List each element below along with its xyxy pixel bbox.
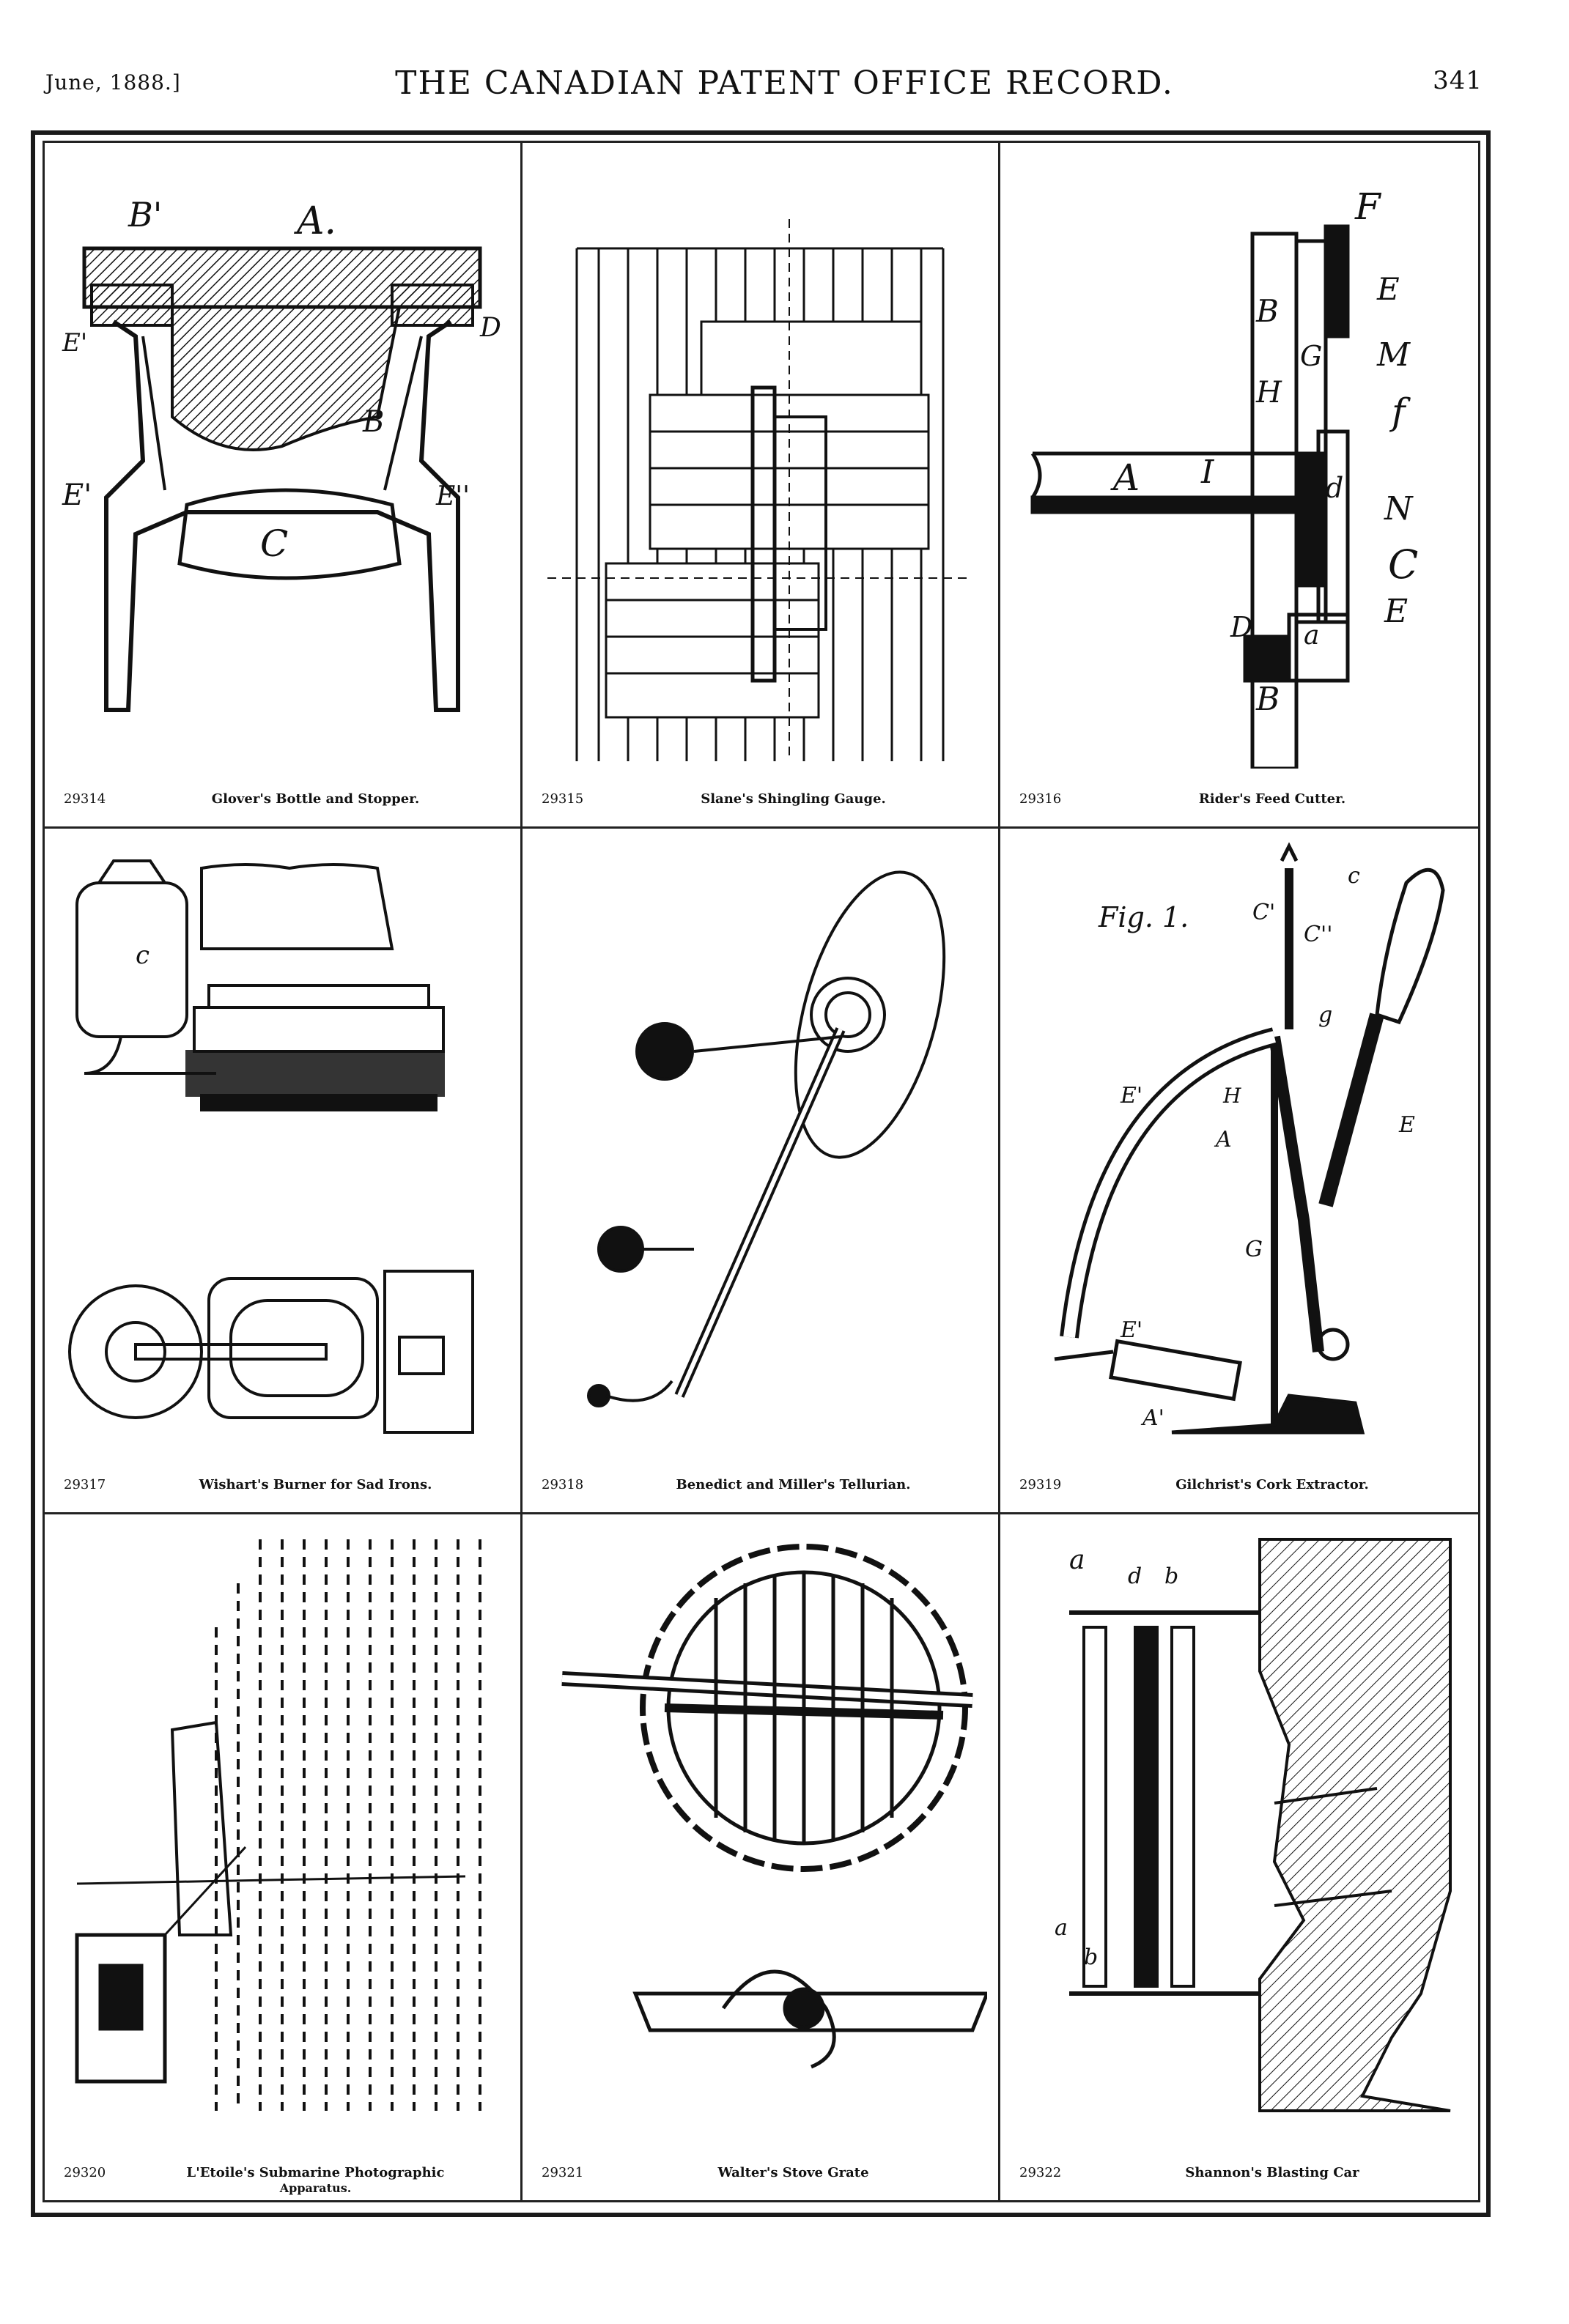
label-B: B [362,405,384,439]
patent-title: Walter's Stove Grate [717,2165,869,2180]
figure-cell-29315: 29315 Slane's Shingling Gauge. [523,143,1000,829]
label-M: M [1376,336,1411,374]
patent-title: Glover's Bottle and Stopper. [211,791,420,807]
patent-title: Gilchrist's Cork Extractor. [1175,1477,1369,1492]
label-A: A [1214,1127,1232,1152]
label-fig-1: Fig. 1. [1098,901,1189,933]
feed-cutter-drawing: F E B G M H f A I d N C D a E B [1030,185,1418,769]
label-b-bottom: b [1084,1944,1098,1970]
patent-number: 29316 [1019,791,1062,807]
sad-iron-burner-drawing: c [68,859,474,1434]
figure-cell-29320: 29320 L'Etoile's Submarine Photographic … [45,1514,523,2200]
figure-caption: 29316 Rider's Feed Cutter. [1000,787,1478,819]
label-a: a [1304,621,1319,651]
label-N: N [1384,490,1414,528]
figure-cell-29317: c 29317 Wishart's Burner for Sad Irons. [45,829,523,1514]
label-C-prime: C' [1252,900,1275,925]
label-C: C [1388,541,1418,588]
label-I: I [1200,454,1215,491]
label-E-prime-top: E' [1120,1083,1142,1109]
label-B-prime: B' [128,195,162,234]
figure-caption: 29318 Benedict and Miller's Tellurian. [523,1473,998,1505]
label-E-double: E'' [435,481,470,511]
page-number: 341 [1433,66,1483,95]
label-F: F [1354,185,1382,228]
figure-cell-29316: F E B G M H f A I d N C D a E B 29316 Ri… [1000,143,1478,829]
stove-grate-drawing [561,1544,987,2069]
figure-cell-29321: 29321 Walter's Stove Grate [523,1514,1000,2200]
patent-title: Wishart's Burner for Sad Irons. [199,1477,432,1492]
label-E-bottom: E [1384,593,1408,630]
label-G: G [1300,340,1322,372]
label-C: C [260,522,288,565]
label-H: H [1222,1084,1241,1108]
bottle-stopper-drawing: B' A. D E' E' E'' B C [62,195,501,712]
figure-cell-29319: Fig. 1. C' C'' c g H E E' A G E' A' 2931… [1000,829,1478,1514]
figure-caption: 29320 L'Etoile's Submarine Photographic … [45,2161,520,2195]
header-date: June, 1888.] [45,70,181,95]
label-E-prime: E' [62,478,92,512]
label-c: c [136,941,149,970]
label-E-top: E [1376,271,1400,307]
patent-number: 29320 [64,2165,106,2180]
label-f: f [1389,391,1411,433]
label-g: g [1318,1002,1332,1028]
patent-number: 29321 [542,2165,584,2180]
label-a-bottom: a [1055,1915,1068,1941]
figure-cell-29318: 29318 Benedict and Miller's Tellurian. [523,829,1000,1514]
patent-title: Slane's Shingling Gauge. [701,791,886,807]
label-A: A [1110,456,1140,499]
figure-caption: 29314 Glover's Bottle and Stopper. [45,787,520,819]
label-B-top: B [1255,293,1279,329]
figure-caption: 29322 Shannon's Blasting Car [1000,2161,1478,2193]
patent-number: 29317 [64,1477,106,1492]
label-D: D [479,313,501,343]
label-E-prime-top: E' [62,328,87,358]
patent-number: 29319 [1019,1477,1062,1492]
label-b-top: b [1164,1563,1178,1589]
blasting-car-drawing: a d b a b [1055,1538,1452,2112]
label-A-prime: A' [1140,1405,1164,1431]
label-E-prime: E' [1120,1317,1142,1343]
figure-caption: 29321 Walter's Stove Grate [523,2161,998,2193]
label-E: E [1398,1112,1415,1138]
page-title: THE CANADIAN PATENT OFFICE RECORD. [395,64,1174,102]
figure-caption: 29315 Slane's Shingling Gauge. [523,787,998,819]
label-C-double: C'' [1304,922,1332,947]
label-H: H [1255,376,1282,410]
label-c: c [1348,863,1360,889]
patent-title: Rider's Feed Cutter. [1198,791,1346,807]
label-d: d [1128,1563,1142,1589]
label-D: D [1230,611,1252,643]
outer-frame [31,130,1491,2217]
figure-caption: 29319 Gilchrist's Cork Extractor. [1000,1473,1478,1505]
inner-frame [43,141,1480,2202]
submarine-camera-drawing [75,1539,481,2111]
shingling-gauge-drawing [547,219,972,761]
label-G: G [1245,1237,1263,1262]
patent-number: 29318 [542,1477,584,1492]
patent-number: 29322 [1019,2165,1062,2180]
patent-number: 29315 [542,791,584,807]
figure-caption: 29317 Wishart's Burner for Sad Irons. [45,1473,520,1505]
patent-title: Shannon's Blasting Car [1185,2165,1359,2180]
figure-cell-29322: a d b a b 29322 Shannon's Blasting Car [1000,1514,1478,2200]
patent-title-line2: Apparatus. [279,2181,352,2195]
cork-extractor-drawing: Fig. 1. C' C'' c g H E E' A G E' A' [1054,842,1445,1435]
patent-number: 29314 [64,791,106,807]
label-a-top: a [1069,1545,1085,1575]
label-A: A. [294,199,336,243]
figure-cell-29314: B' A. D E' E' E'' B C 29314 Glover's Bot… [45,143,523,829]
tellurian-drawing [587,870,946,1407]
label-B-bottom: B [1255,681,1280,718]
patent-title: Benedict and Miller's Tellurian. [676,1477,911,1492]
figure-grid: B' A. D E' E' E'' B C 29314 Glover's Bot… [45,143,1478,2200]
patent-title: L'Etoile's Submarine Photographic [186,2165,445,2180]
label-d: d [1326,472,1343,504]
